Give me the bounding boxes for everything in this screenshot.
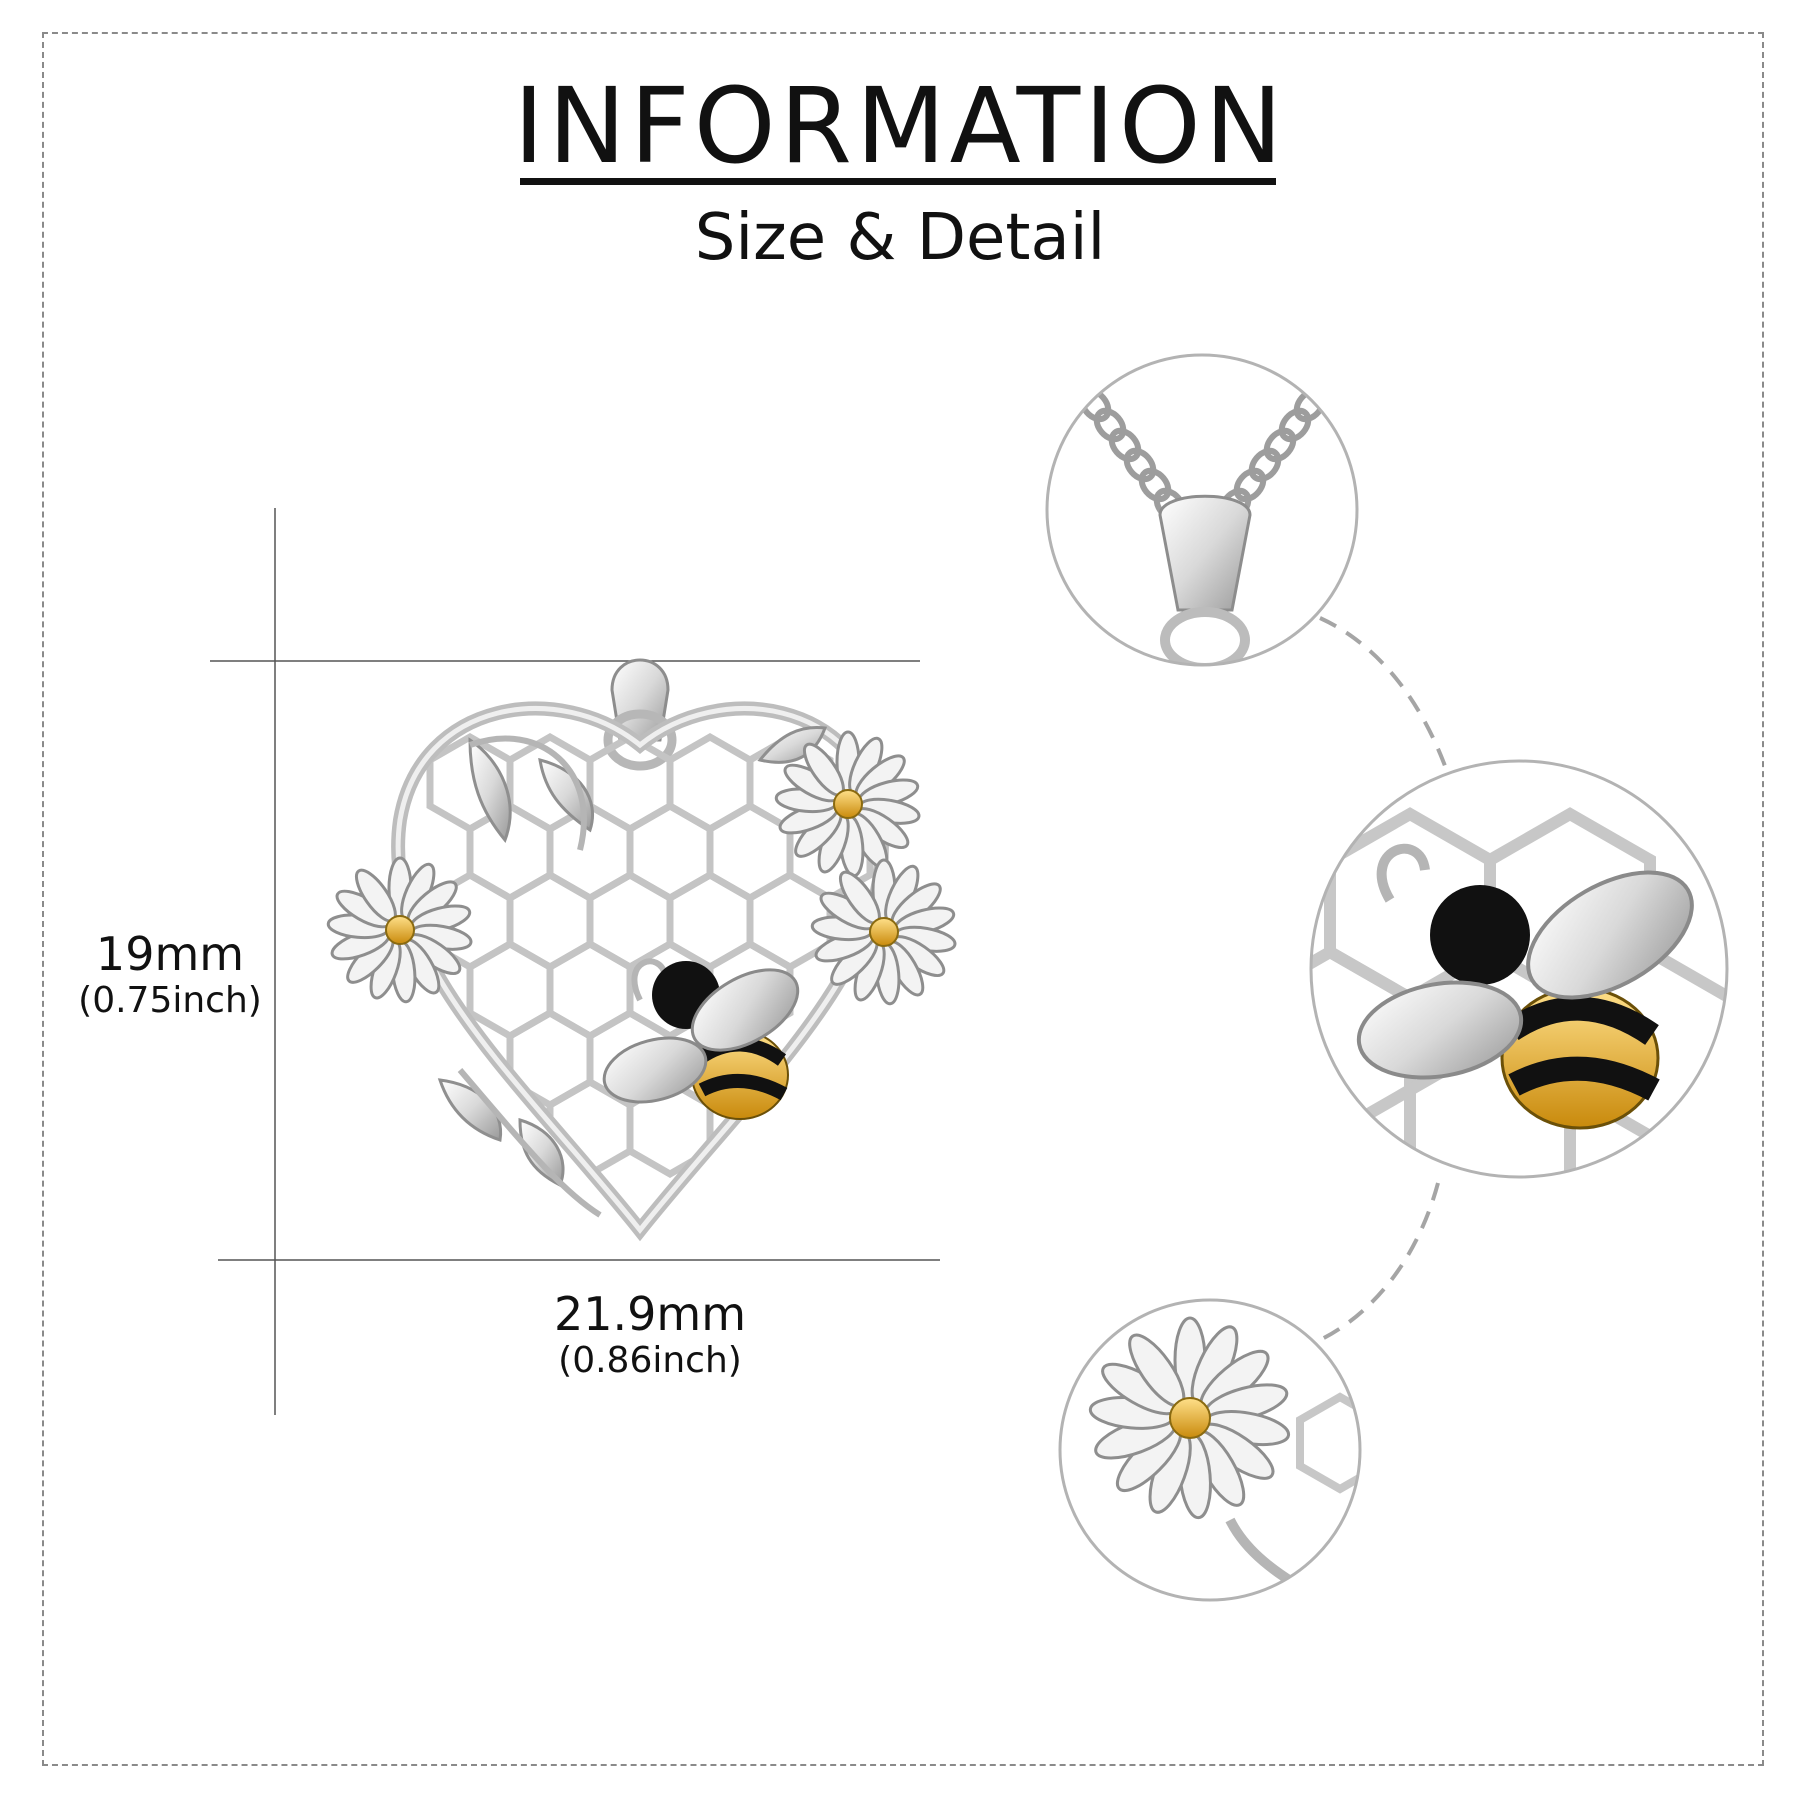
page-title: INFORMATION xyxy=(513,65,1287,187)
page-subtitle: Size & Detail xyxy=(694,201,1106,275)
title-underline xyxy=(520,178,1276,185)
daisy-left-icon xyxy=(326,856,473,1004)
height-inch-label: (0.75inch) xyxy=(78,980,262,1021)
bee-icon xyxy=(602,958,800,1120)
connector-lines xyxy=(1319,616,1452,1342)
bail-detail-circle xyxy=(1045,353,1359,667)
height-mm-label: 19mm xyxy=(95,927,245,981)
dashed-frame xyxy=(42,32,1764,1766)
width-inch-label: (0.86inch) xyxy=(558,1340,742,1381)
vine-leaves-icon xyxy=(437,725,828,1188)
width-mm-label: 21.9mm xyxy=(553,1287,747,1341)
connector-bottom xyxy=(1319,1182,1440,1342)
heart-pendant-icon xyxy=(326,658,957,1242)
dimension-lines xyxy=(210,508,940,1415)
connector-top xyxy=(1319,616,1452,781)
jump-ring-icon xyxy=(603,709,677,771)
bee-detail-circle xyxy=(1309,759,1729,1179)
daisy-top-icon xyxy=(774,730,921,878)
daisy-right-icon xyxy=(810,858,957,1006)
daisy-detail-circle xyxy=(1058,1298,1362,1602)
